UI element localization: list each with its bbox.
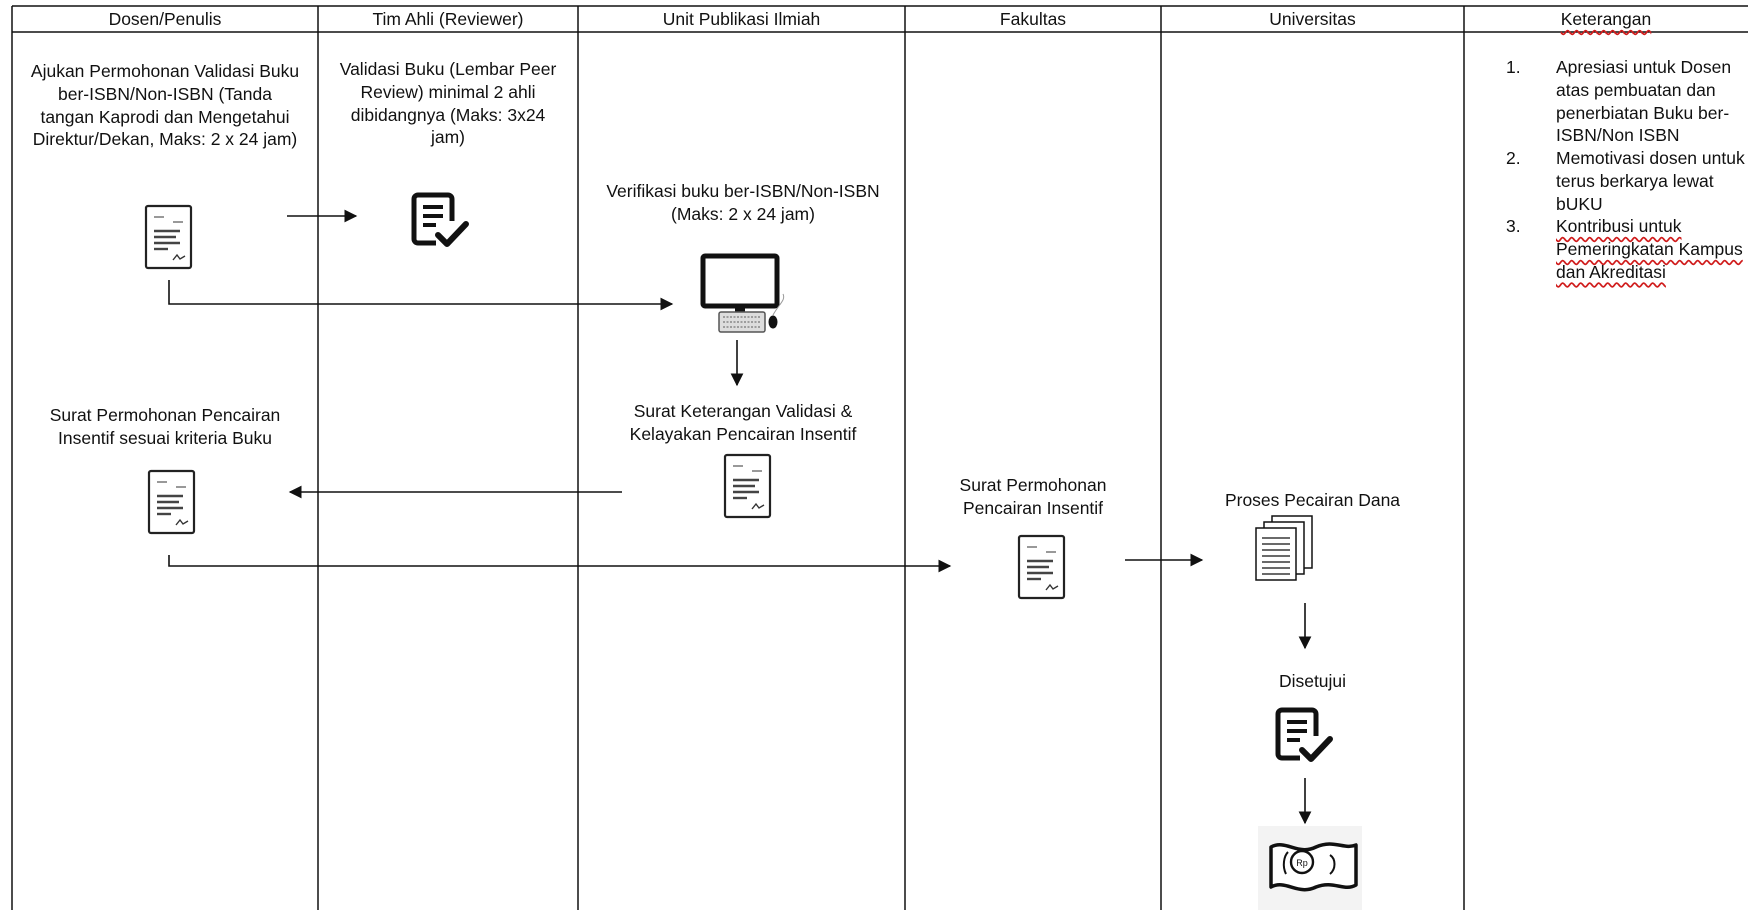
lane-header-keterangan: Keterangan bbox=[1560, 9, 1652, 29]
checklist-icon bbox=[411, 192, 469, 247]
checklist-icon bbox=[1275, 707, 1333, 762]
notes-list: 1. Apresiasi untuk Dosen atas pembuatan … bbox=[1500, 56, 1748, 284]
document-icon bbox=[147, 469, 196, 535]
note-item: 3. Kontribusi untuk Pemeringkatan Kampus… bbox=[1506, 216, 1743, 282]
document-icon bbox=[1017, 534, 1066, 600]
step-disetujui: Disetujui bbox=[1278, 671, 1347, 691]
document-icon bbox=[723, 453, 772, 519]
computer-icon bbox=[700, 253, 785, 333]
note-text: Memotivasi dosen untuk terus berkarya le… bbox=[1556, 148, 1745, 214]
note-text: Kontribusi untuk Pemeringkatan Kampus da… bbox=[1556, 216, 1743, 282]
lane-header-reviewer: Tim Ahli (Reviewer) bbox=[372, 9, 524, 29]
step-validasi-buku: Validasi Buku (Lembar Peer Review) minim… bbox=[339, 59, 557, 148]
currency-label: Rp bbox=[1296, 858, 1308, 868]
lane-header-fakultas: Fakultas bbox=[999, 9, 1067, 29]
lane-header-upi: Unit Publikasi Ilmiah bbox=[662, 9, 821, 29]
note-item: 1. Apresiasi untuk Dosen atas pembuatan … bbox=[1506, 57, 1732, 146]
step-surat-permohonan-dosen: Surat Permohonan Pencairan Insentif sesu… bbox=[49, 405, 281, 448]
lane-header-dosen: Dosen/Penulis bbox=[108, 9, 222, 29]
document-stack-icon bbox=[1255, 515, 1313, 581]
step-surat-permohonan-fakultas: Surat Permohonan Pencairan Insentif bbox=[959, 475, 1107, 518]
lane-header-universitas: Universitas bbox=[1269, 9, 1356, 29]
step-surat-keterangan: Surat Keterangan Validasi & Kelayakan Pe… bbox=[629, 401, 857, 444]
note-text: Apresiasi untuk Dosen atas pembuatan dan… bbox=[1556, 57, 1732, 146]
document-icon bbox=[144, 204, 193, 270]
arrow-to-fakultas bbox=[168, 555, 952, 573]
step-ajukan-permohonan: Ajukan Permohonan Validasi Buku ber-ISBN… bbox=[30, 61, 300, 150]
arrow-to-upi bbox=[168, 280, 674, 311]
note-item: 2. Memotivasi dosen untuk terus berkarya… bbox=[1506, 148, 1745, 214]
money-icon: Rp bbox=[1258, 826, 1362, 910]
step-proses-pencairan: Proses Pecairan Dana bbox=[1224, 490, 1401, 510]
step-verifikasi-buku: Verifikasi buku ber-ISBN/Non-ISBN (Maks:… bbox=[606, 181, 880, 224]
